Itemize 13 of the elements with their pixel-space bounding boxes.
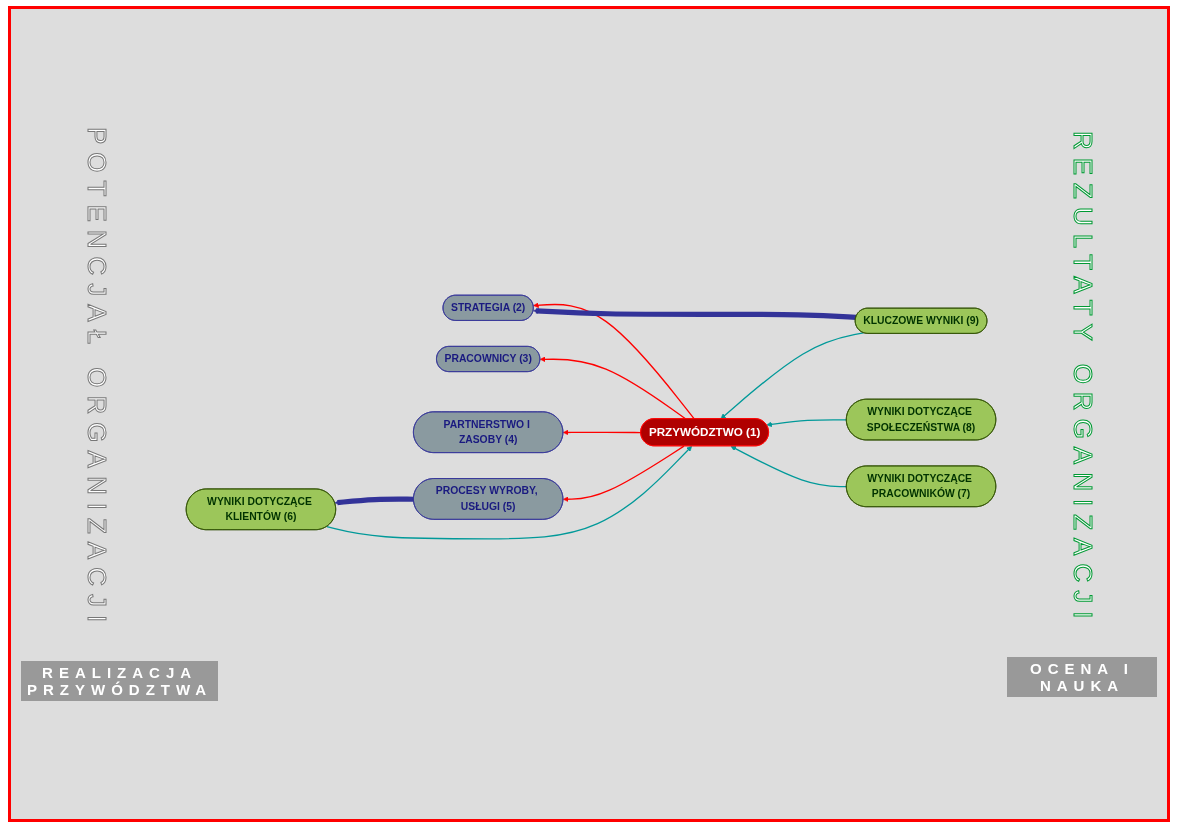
arrow	[562, 429, 642, 436]
arrow	[533, 308, 857, 320]
arrow	[766, 419, 848, 428]
arc-caption: POTENCJAŁ ORGANIZACJI	[80, 127, 112, 631]
arrow	[539, 356, 687, 420]
arrow	[562, 445, 685, 503]
arc-label: REALIZACJA PRZYWÓDZTWA	[21, 660, 219, 701]
arrow	[730, 445, 848, 488]
arc-caption: REZULTATY ORGANIZACJI	[1066, 131, 1098, 627]
arc-label: OCENA I NAUKA	[1007, 656, 1157, 697]
arrow	[326, 445, 693, 540]
arrow	[334, 496, 414, 506]
arrow	[533, 302, 695, 420]
